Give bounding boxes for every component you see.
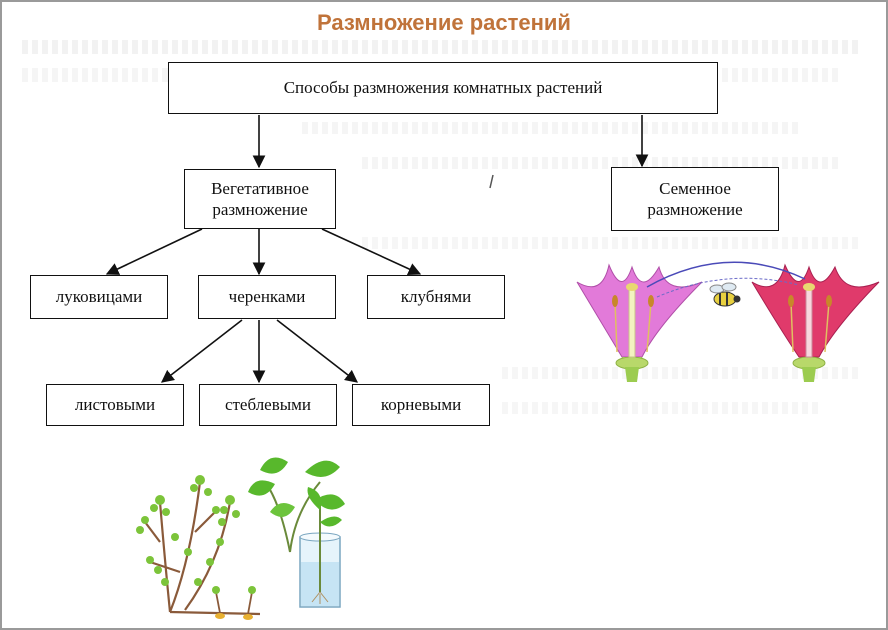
leaf-cuttings-box: листовыми (46, 384, 184, 426)
arrow-to-leaf-cuttings (160, 319, 243, 383)
plant-cuttings-icon (136, 457, 345, 620)
page-title: Размножение растений (317, 10, 571, 35)
arrow-to-tubers (321, 228, 422, 276)
background-text-texture (502, 367, 862, 379)
right-flower-icon (751, 263, 880, 382)
stray-mark-icon (489, 174, 494, 189)
cuttings-box: черенками (198, 275, 336, 319)
background-text-texture (22, 40, 862, 54)
left-flower-icon (576, 263, 703, 382)
flowers-bee-icon (576, 261, 880, 382)
root-cuttings-box: корневыми (352, 384, 490, 426)
seed-box: Семенное размножение (611, 167, 779, 231)
background-text-texture (502, 402, 822, 414)
background-text-texture (362, 237, 862, 249)
arrow-to-root-cuttings (276, 319, 359, 383)
vegetative-box: Вегетативное размножение (184, 169, 336, 229)
root-box: Способы размножения комнатных растений (168, 62, 718, 114)
pollination-arrow-icon (646, 261, 806, 288)
bee-icon (709, 282, 741, 307)
background-text-texture (362, 157, 842, 169)
bulbs-box: луковицами (30, 275, 168, 319)
background-text-texture (302, 122, 802, 134)
stem-cuttings-box: стеблевыми (199, 384, 337, 426)
arrow-to-bulbs (105, 228, 203, 275)
tubers-box: клубнями (367, 275, 505, 319)
